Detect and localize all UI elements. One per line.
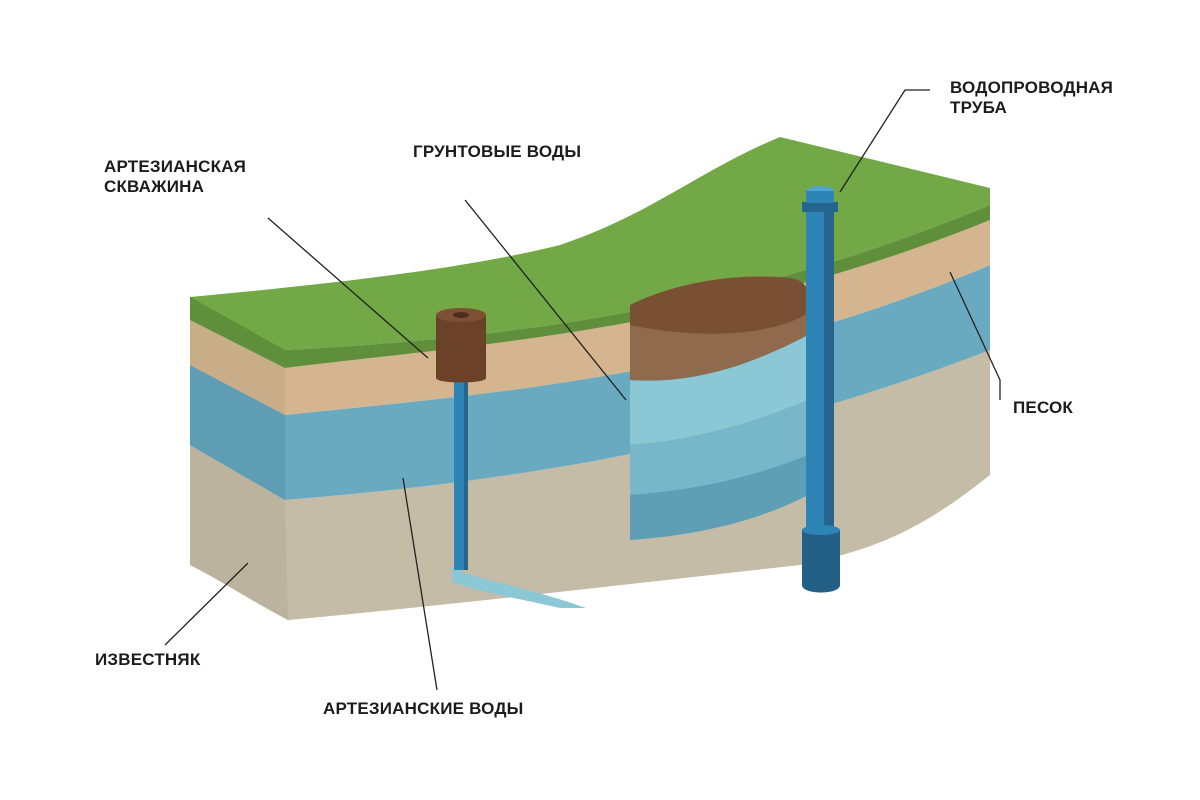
leader-water-pipe [839, 89, 930, 193]
label-groundwater: ГРУНТОВЫЕ ВОДЫ [413, 142, 582, 161]
label-artesian-well: АРТЕЗИАНСКАЯ СКВАЖИНА [104, 157, 247, 196]
groundwater-soil-top [630, 276, 810, 334]
artesian-well-cap [436, 315, 486, 383]
leader-artesian-water [402, 477, 438, 691]
water-pipe-top-ring [806, 191, 834, 203]
label-water-pipe: ВОДОПРОВОДНАЯ ТРУБА [950, 78, 1114, 117]
leader-sand [949, 271, 1001, 400]
limestone-side [190, 445, 288, 620]
sand-side [190, 320, 285, 415]
leader-artesian-well [267, 217, 429, 359]
water-pipe-shade [824, 200, 834, 535]
water-pipe-pump-top [802, 525, 840, 535]
label-sand: ПЕСОК [1013, 398, 1074, 417]
label-limestone: ИЗВЕСТНЯК [95, 650, 201, 669]
grass-front-edge [285, 205, 990, 368]
grass-side-edge [190, 297, 285, 368]
groundwater-band-3 [630, 455, 808, 540]
label-artesian-water: АРТЕЗИАНСКИЕ ВОДЫ [323, 699, 524, 718]
aquifer-layer [190, 265, 990, 500]
artesian-well-pipe-shade [464, 380, 468, 570]
groundwater-band-1 [630, 335, 808, 445]
leader-groundwater [464, 199, 627, 401]
groundwater-band-2 [630, 400, 808, 495]
water-pipe-pump [802, 530, 840, 593]
leader-limestone [164, 562, 249, 646]
sand-layer [190, 220, 990, 415]
artesian-well-cap-hole [453, 312, 469, 318]
artesian-water-flow [452, 568, 586, 608]
grass-top [190, 137, 990, 350]
aquifer-side [190, 365, 285, 500]
water-pipe-collar [802, 202, 838, 212]
